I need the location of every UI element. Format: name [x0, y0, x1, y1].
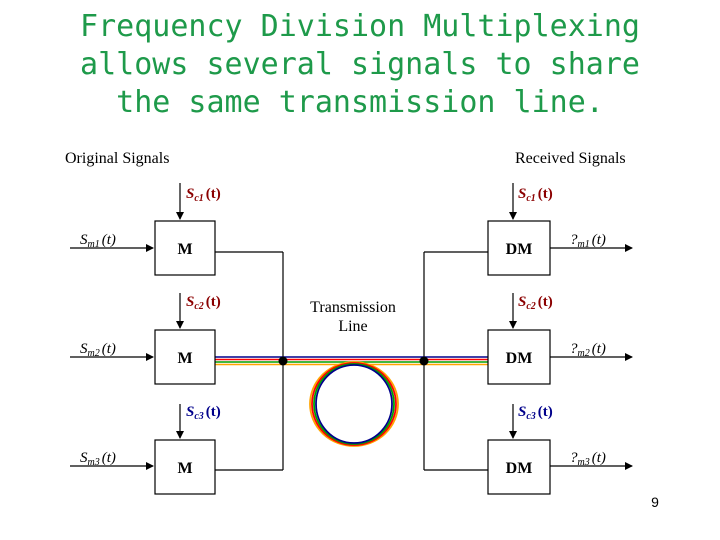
output-label-2: ?m2(t) — [570, 341, 606, 359]
transmission-coil — [309, 361, 399, 447]
demodulator-1-label: DM — [506, 241, 533, 258]
modulator-3-label: M — [177, 460, 192, 477]
modulator-3: M — [154, 439, 216, 495]
demodulator-1: DM — [487, 220, 551, 276]
transmission-label-line2: Line — [338, 318, 367, 335]
coil-loop-2 — [311, 362, 397, 446]
output-label-1: ?m1(t) — [570, 232, 606, 250]
coil-loop-4 — [315, 364, 393, 444]
left-header: Original Signals — [65, 150, 169, 167]
carrier-arrows — [176, 183, 517, 439]
modulator-1: M — [154, 220, 216, 276]
demodulator-3: DM — [487, 439, 551, 495]
modulator-2: M — [154, 329, 216, 385]
carrier-label-left-1: Sc1(t) — [186, 186, 221, 204]
demodulator-2-label: DM — [506, 350, 533, 367]
coil-loop-1 — [309, 361, 399, 447]
input-label-1: Sm1(t) — [80, 232, 116, 250]
title-line-1: Frequency Division Multiplexing — [80, 9, 640, 44]
demodulator-2: DM — [487, 329, 551, 385]
output-label-3: ?m3(t) — [570, 450, 606, 468]
transmission-label-line1: Transmission — [310, 299, 396, 316]
coil-loop-3 — [313, 363, 395, 445]
carrier-label-right-3: Sc3(t) — [518, 404, 553, 422]
slide-number: 9 — [651, 494, 659, 510]
right-header: Received Signals — [515, 150, 626, 167]
title-line-2: allows several signals to share — [80, 47, 640, 82]
input-label-3: Sm3(t) — [80, 450, 116, 468]
demodulator-3-label: DM — [506, 460, 533, 477]
carrier-label-left-2: Sc2(t) — [186, 294, 221, 312]
output-arrows — [550, 244, 633, 470]
title-line-3: the same transmission line. — [116, 85, 604, 120]
input-arrows — [70, 244, 154, 470]
right-junction-dot — [419, 356, 429, 366]
input-label-2: Sm2(t) — [80, 341, 116, 359]
carrier-label-left-3: Sc3(t) — [186, 404, 221, 422]
modulator-2-label: M — [177, 350, 192, 367]
carrier-label-right-1: Sc1(t) — [518, 186, 553, 204]
left-junction-dot — [278, 356, 288, 366]
modulator-1-label: M — [177, 241, 192, 258]
slide-title: Frequency Division Multiplexing allows s… — [0, 8, 720, 122]
carrier-label-right-2: Sc2(t) — [518, 294, 553, 312]
